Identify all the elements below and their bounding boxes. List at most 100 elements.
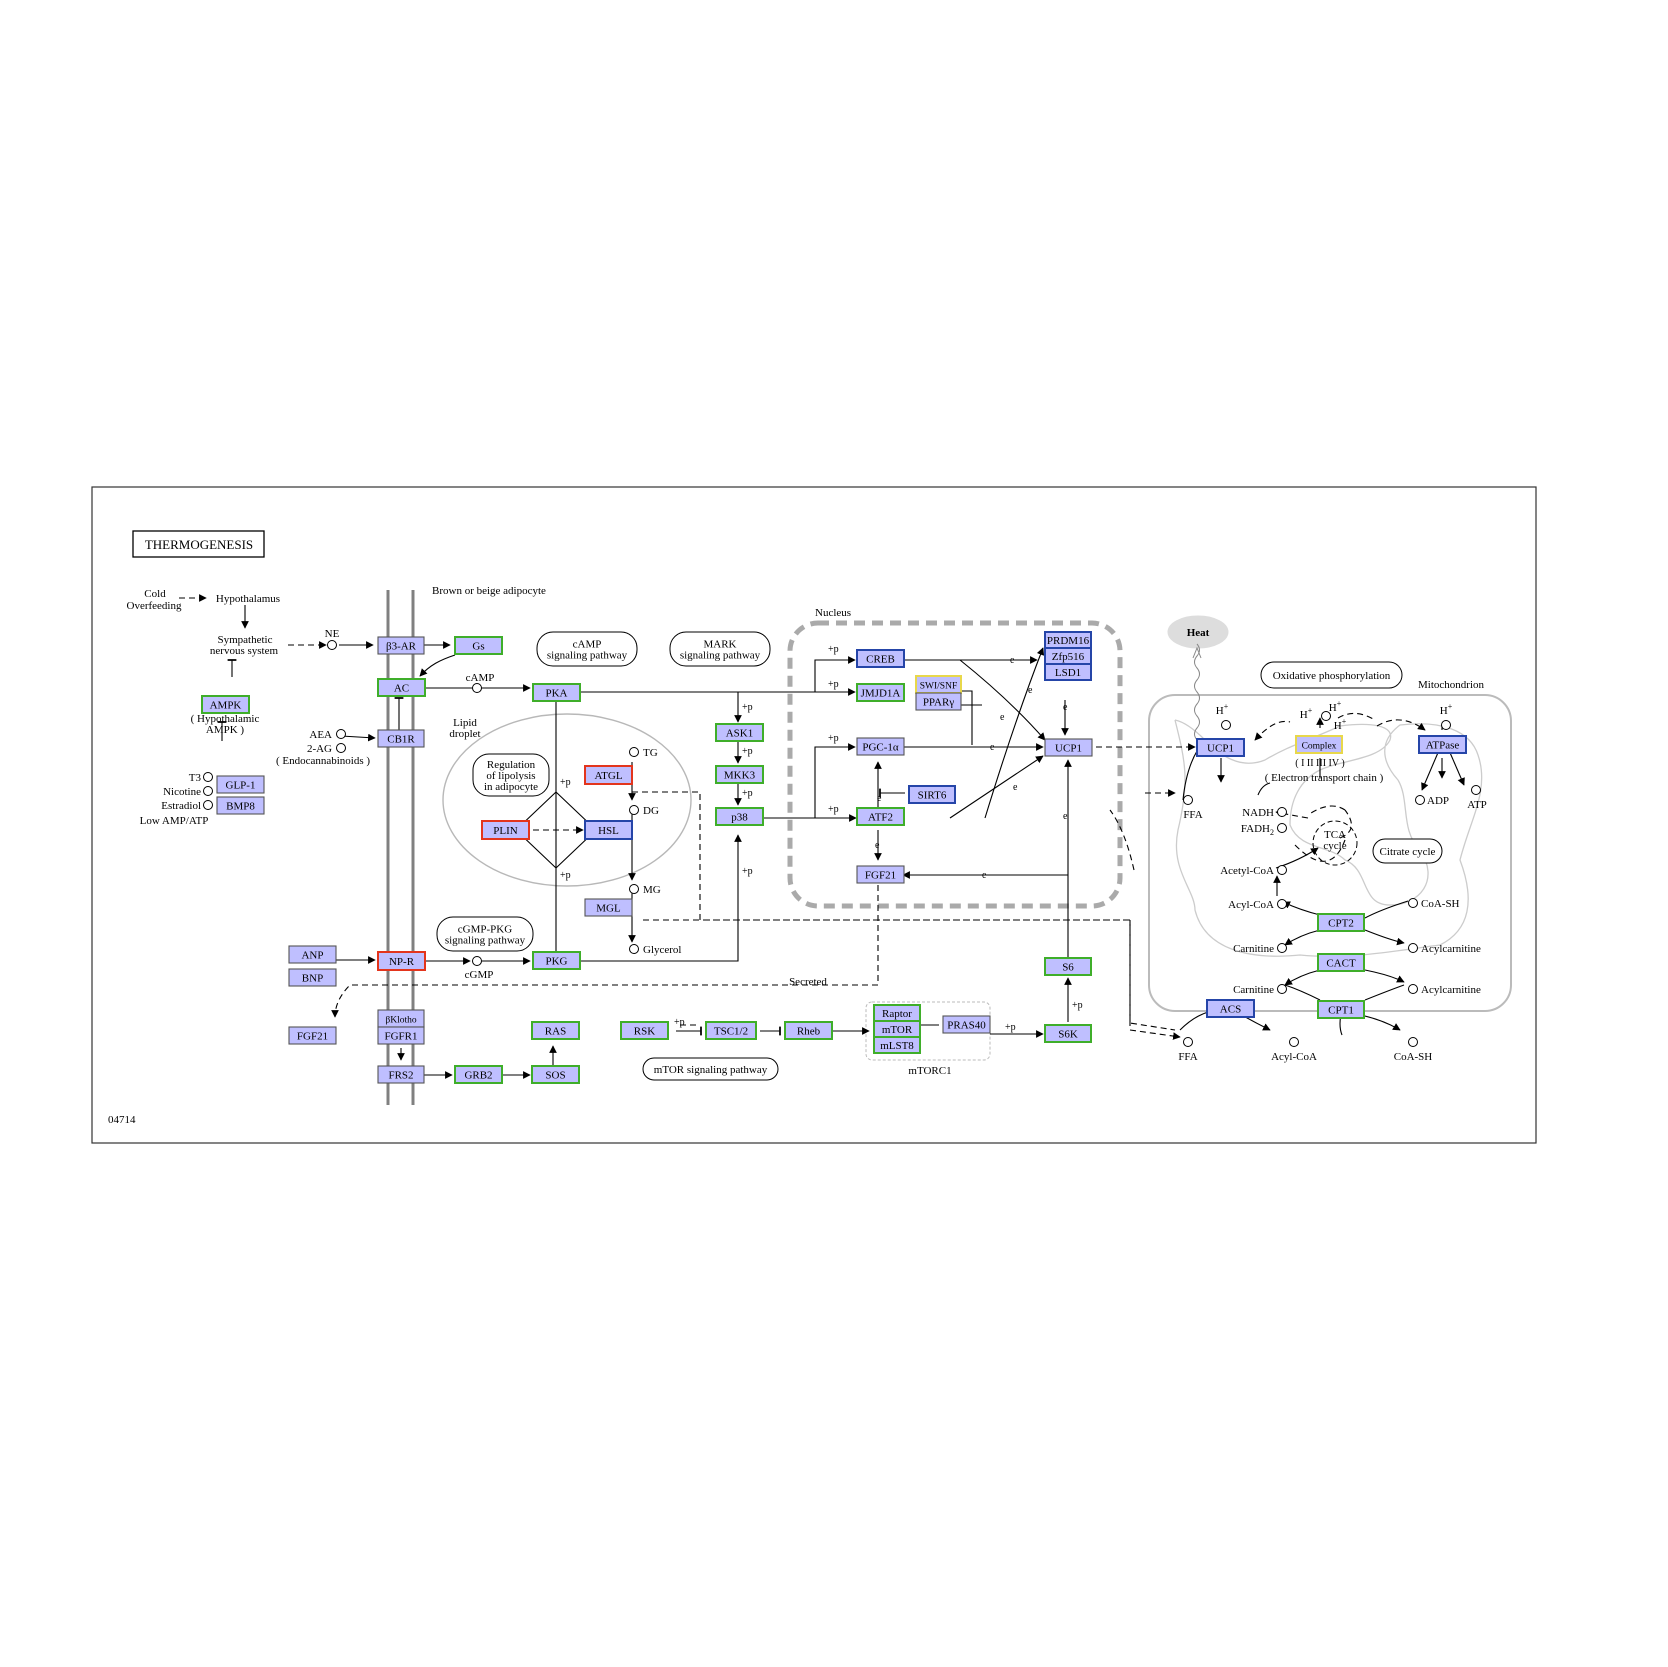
pathway-box[interactable] xyxy=(642,1057,779,1081)
compound-nicotine[interactable]: Nicotine xyxy=(163,786,213,798)
gene-node-ucp1b[interactable]: UCP1 xyxy=(1196,738,1245,757)
gene-box[interactable] xyxy=(1418,735,1467,754)
gene-node-sos[interactable]: SOS xyxy=(531,1065,580,1084)
gene-node-ppary[interactable]: PPARγ xyxy=(915,692,962,711)
pathway-link-mtorpw[interactable]: mTOR signaling pathway xyxy=(642,1057,779,1081)
gene-node-bnp[interactable]: BNP xyxy=(288,968,337,987)
gene-box[interactable] xyxy=(454,1065,503,1084)
gene-node-ras[interactable]: RAS xyxy=(531,1021,580,1040)
compound-camp[interactable]: cAMP xyxy=(466,672,495,693)
gene-node-atpase[interactable]: ATPase xyxy=(1418,735,1467,754)
compound-h-plus-4[interactable]: H+ xyxy=(1334,717,1347,732)
gene-node-mgl[interactable]: MGL xyxy=(584,898,633,917)
gene-node-prdm16[interactable]: PRDM16 xyxy=(1044,631,1092,649)
gene-node-cact[interactable]: CACT xyxy=(1317,953,1365,972)
gene-box[interactable] xyxy=(584,765,633,785)
compound-adp[interactable]: ADP xyxy=(1415,795,1450,807)
gene-box[interactable] xyxy=(1206,999,1255,1018)
gene-box[interactable] xyxy=(856,683,905,702)
gene-box[interactable] xyxy=(1317,953,1365,972)
compound-ne[interactable]: NE xyxy=(325,628,340,650)
compound-acetyl-coa[interactable]: Acetyl-CoA xyxy=(1220,865,1287,877)
gene-node-acs[interactable]: ACS xyxy=(1206,999,1255,1018)
gene-node-gs[interactable]: Gs xyxy=(454,636,503,655)
compound-ffa-out[interactable]: FFA xyxy=(1178,1037,1198,1064)
gene-box[interactable] xyxy=(377,729,425,748)
gene-node-hsl[interactable]: HSL xyxy=(584,820,633,840)
gene-node-rheb[interactable]: Rheb xyxy=(784,1021,833,1040)
pathway-box[interactable] xyxy=(1260,661,1403,689)
gene-node-mkk3[interactable]: MKK3 xyxy=(715,765,764,784)
compound-t3[interactable]: T3 xyxy=(189,772,213,784)
gene-box[interactable] xyxy=(1044,738,1093,757)
compound-h-plus-1[interactable]: H+ xyxy=(1216,702,1231,730)
gene-box[interactable] xyxy=(715,765,764,784)
pathway-link-citrate[interactable]: Citrate cycle xyxy=(1372,838,1443,864)
compound-coa-sh-out[interactable]: CoA-SH xyxy=(1394,1037,1433,1064)
gene-box[interactable] xyxy=(1044,1024,1092,1043)
compound-glycerol[interactable]: Glycerol xyxy=(629,944,682,956)
gene-node-cpt1[interactable]: CPT1 xyxy=(1317,1000,1365,1019)
gene-node-fgf21a[interactable]: FGF21 xyxy=(288,1026,337,1045)
gene-box[interactable] xyxy=(942,1015,991,1034)
gene-node-ampk[interactable]: AMPK xyxy=(201,695,250,714)
compound-h-plus-5[interactable]: H+ xyxy=(1440,702,1453,730)
gene-node-zfp516[interactable]: Zfp516 xyxy=(1044,647,1092,665)
gene-node-frs2[interactable]: FRS2 xyxy=(377,1065,425,1084)
gene-box[interactable] xyxy=(288,945,337,964)
gene-node-swisnf[interactable]: SWI/SNF xyxy=(915,675,962,694)
gene-box[interactable] xyxy=(1317,1000,1365,1019)
compound-atp[interactable]: ATP xyxy=(1467,785,1487,812)
gene-node-ac[interactable]: AC xyxy=(377,678,426,697)
gene-node-rsk[interactable]: RSK xyxy=(620,1021,669,1040)
gene-box[interactable] xyxy=(784,1021,833,1040)
gene-box[interactable] xyxy=(715,807,764,826)
gene-node-s6k[interactable]: S6K xyxy=(1044,1024,1092,1043)
pathway-box[interactable] xyxy=(536,631,638,667)
gene-box[interactable] xyxy=(288,1026,337,1045)
gene-box[interactable] xyxy=(856,807,905,826)
gene-node-ucp1a[interactable]: UCP1 xyxy=(1044,738,1093,757)
gene-box[interactable] xyxy=(915,692,962,711)
gene-node-lsd1[interactable]: LSD1 xyxy=(1044,663,1092,681)
gene-box[interactable] xyxy=(531,1065,580,1084)
gene-node-sirt6[interactable]: SIRT6 xyxy=(908,785,956,804)
compound-dg[interactable]: DG xyxy=(629,805,659,817)
compound-nadh[interactable]: NADH xyxy=(1242,807,1287,819)
gene-node-pka[interactable]: PKA xyxy=(532,683,581,702)
gene-node-plin[interactable]: PLIN xyxy=(481,820,530,840)
gene-box[interactable] xyxy=(584,898,633,917)
gene-node-pgc1a[interactable]: PGC-1α xyxy=(856,737,905,756)
gene-box[interactable] xyxy=(705,1021,757,1040)
gene-box[interactable] xyxy=(481,820,530,840)
gene-node-b3ar[interactable]: β3-AR xyxy=(377,636,425,655)
gene-node-mlst8[interactable]: mLST8 xyxy=(873,1036,921,1054)
gene-node-npr[interactable]: NP-R xyxy=(377,951,426,971)
gene-box[interactable] xyxy=(908,785,956,804)
gene-box[interactable] xyxy=(856,737,905,756)
compound-acylcarnitine-1[interactable]: Acylcarnitine xyxy=(1408,943,1481,955)
gene-node-fgfr1[interactable]: FGFR1 xyxy=(377,1026,425,1045)
gene-box[interactable] xyxy=(584,820,633,840)
compound-h-plus-3[interactable]: H+ xyxy=(1321,699,1342,721)
compound-cgmp[interactable]: cGMP xyxy=(465,956,494,982)
gene-node-s6[interactable]: S6 xyxy=(1044,957,1092,976)
gene-node-atgl[interactable]: ATGL xyxy=(584,765,633,785)
pathway-box[interactable] xyxy=(436,916,534,952)
gene-box[interactable] xyxy=(377,678,426,697)
gene-node-complex[interactable]: Complex xyxy=(1295,735,1343,754)
gene-node-raptor[interactable]: Raptor xyxy=(873,1004,921,1022)
gene-node-anp[interactable]: ANP xyxy=(288,945,337,964)
gene-box[interactable] xyxy=(201,695,250,714)
gene-node-cb1r[interactable]: CB1R xyxy=(377,729,425,748)
compound-fadh[interactable]: FADH2 xyxy=(1241,823,1287,837)
gene-node-grb2[interactable]: GRB2 xyxy=(454,1065,503,1084)
pathway-box[interactable] xyxy=(669,631,771,667)
gene-node-creb[interactable]: CREB xyxy=(856,649,905,668)
pathway-box[interactable] xyxy=(472,753,550,797)
gene-node-cpt2[interactable]: CPT2 xyxy=(1317,913,1365,932)
gene-node-p38[interactable]: p38 xyxy=(715,807,764,826)
compound-carnitine-2[interactable]: Carnitine xyxy=(1233,984,1287,996)
gene-node-tsc[interactable]: TSC1/2 xyxy=(705,1021,757,1040)
